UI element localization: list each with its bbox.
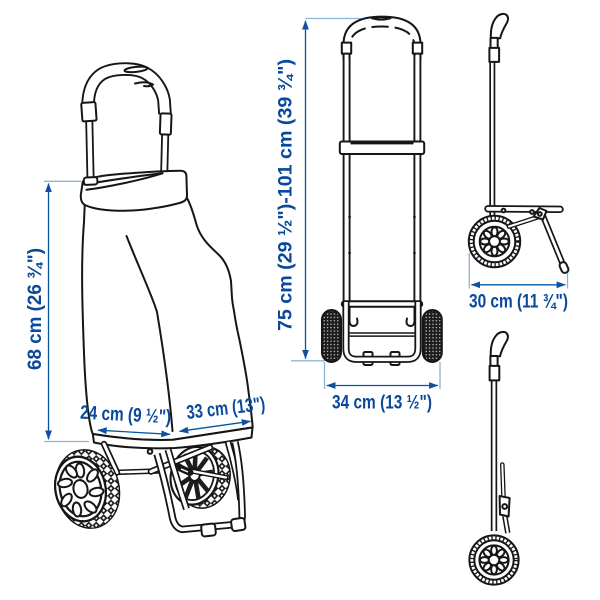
svg-text:24 cm (9 ½"): 24 cm (9 ½")	[80, 402, 172, 429]
svg-text:75 cm (29 ½")-101 cm (39 ¾"): 75 cm (29 ½")-101 cm (39 ¾")	[275, 59, 297, 331]
svg-text:68 cm (26 ¾"): 68 cm (26 ¾")	[24, 248, 46, 370]
svg-text:34 cm (13 ½"): 34 cm (13 ½")	[332, 391, 432, 413]
svg-text:30 cm (11 ¾"): 30 cm (11 ¾")	[469, 291, 568, 313]
